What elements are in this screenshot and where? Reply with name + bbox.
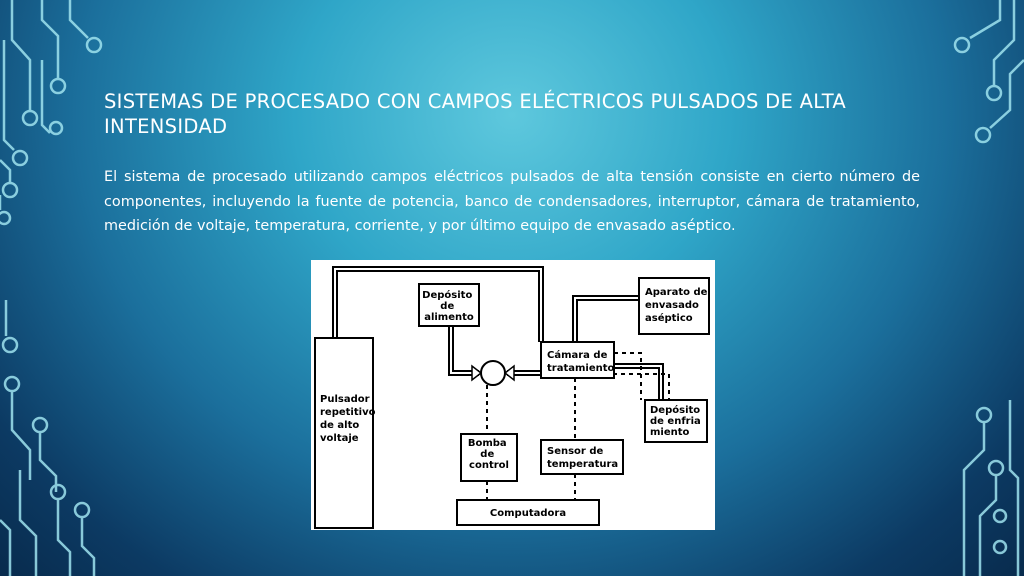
sensor-temperatura-box	[540, 439, 624, 475]
deposito-enfriamiento-label: Depósito de enfria miento	[650, 404, 704, 438]
sensor-temperatura-label: Sensor de temperatura	[547, 446, 618, 470]
pulsador-label: Pulsador repetitivo de alto voltaje	[320, 394, 379, 444]
slide-body-text: El sistema de procesado utilizando campo…	[104, 169, 920, 234]
aparato-envasado-label: Aparato de envasado aséptico	[645, 287, 711, 324]
bomba-control-label: Bomba de control	[468, 438, 510, 471]
slide-title: Sistemas de procesado con campos eléctri…	[104, 90, 847, 138]
process-diagram: Depósito de alimento Aparato de envasado…	[311, 260, 715, 530]
aparato-envasado-box	[638, 277, 710, 335]
deposito-enfriamiento-box	[644, 399, 708, 443]
pulsador-box	[314, 337, 374, 529]
deposito-alimento-box	[418, 283, 480, 327]
camara-tratamiento-box	[540, 341, 615, 379]
camara-tratamiento-label: Cámara de tratamiento	[547, 349, 615, 374]
bomba-control-box	[460, 433, 518, 482]
computadora-box	[456, 499, 600, 526]
deposito-alimento-label: Depósito de alimento	[422, 289, 476, 323]
computadora-label: Computadora	[490, 508, 566, 519]
